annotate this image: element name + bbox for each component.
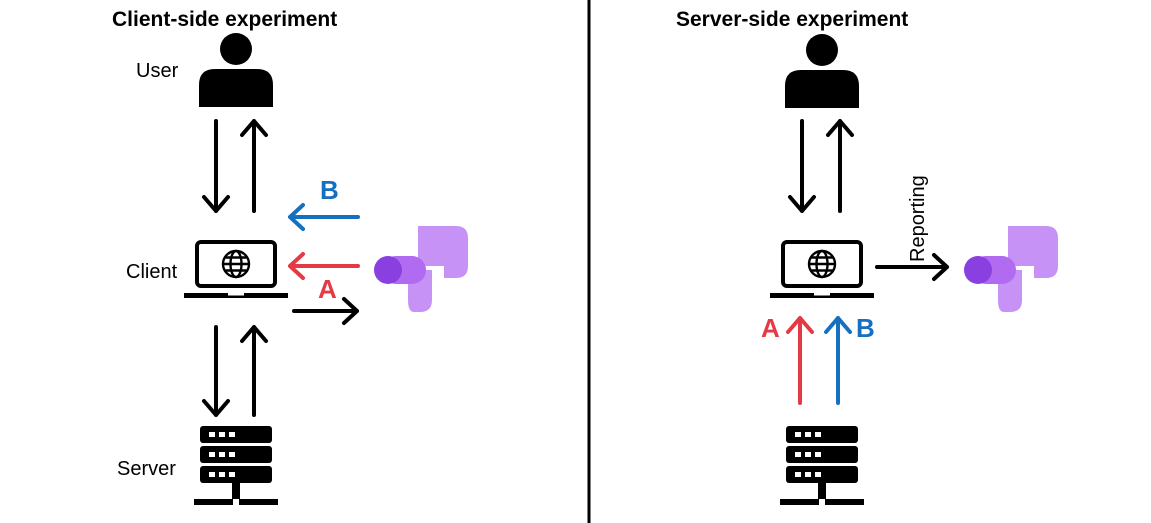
server-label: Server [117, 458, 176, 480]
arrow-up-icon [824, 316, 852, 405]
arrow-up-icon [826, 119, 854, 213]
arrow-left-icon [288, 252, 360, 280]
client-side-title: Client-side experiment [112, 8, 337, 31]
laptop-globe-icon [770, 240, 874, 300]
arrow-left-icon [288, 203, 360, 231]
google-optimize-logo [374, 226, 468, 312]
laptop-globe-icon [184, 240, 288, 300]
reporting-label: Reporting [907, 175, 929, 262]
arrow-up-icon [240, 119, 268, 213]
user-client-arrows [788, 119, 854, 213]
arrow-down-icon [788, 119, 816, 213]
google-optimize-logo [964, 226, 1058, 312]
server-side-title: Server-side experiment [676, 8, 908, 31]
client-label: Client [126, 261, 178, 283]
arrow-down-icon [202, 325, 230, 417]
variant-b-label: B [320, 175, 339, 205]
user-label: User [136, 60, 179, 82]
arrow-right-icon [875, 253, 949, 281]
variant-a-label: A [318, 274, 337, 304]
client-side-panel: Client-side experiment User Client B A S… [112, 8, 468, 505]
server-side-panel: Server-side experiment Reporting A B [676, 8, 1058, 505]
user-client-arrows [202, 119, 268, 213]
variant-a-label: A [761, 313, 780, 343]
client-server-arrows [202, 325, 268, 417]
arrow-down-icon [202, 119, 230, 213]
arrow-right-icon [292, 297, 359, 325]
arrow-up-icon [240, 325, 268, 417]
variant-b-label: B [856, 313, 875, 343]
server-rack-icon [780, 426, 864, 505]
server-rack-icon [194, 426, 278, 505]
arrow-up-icon [786, 316, 814, 405]
person-icon [785, 34, 859, 108]
person-icon [199, 33, 273, 107]
